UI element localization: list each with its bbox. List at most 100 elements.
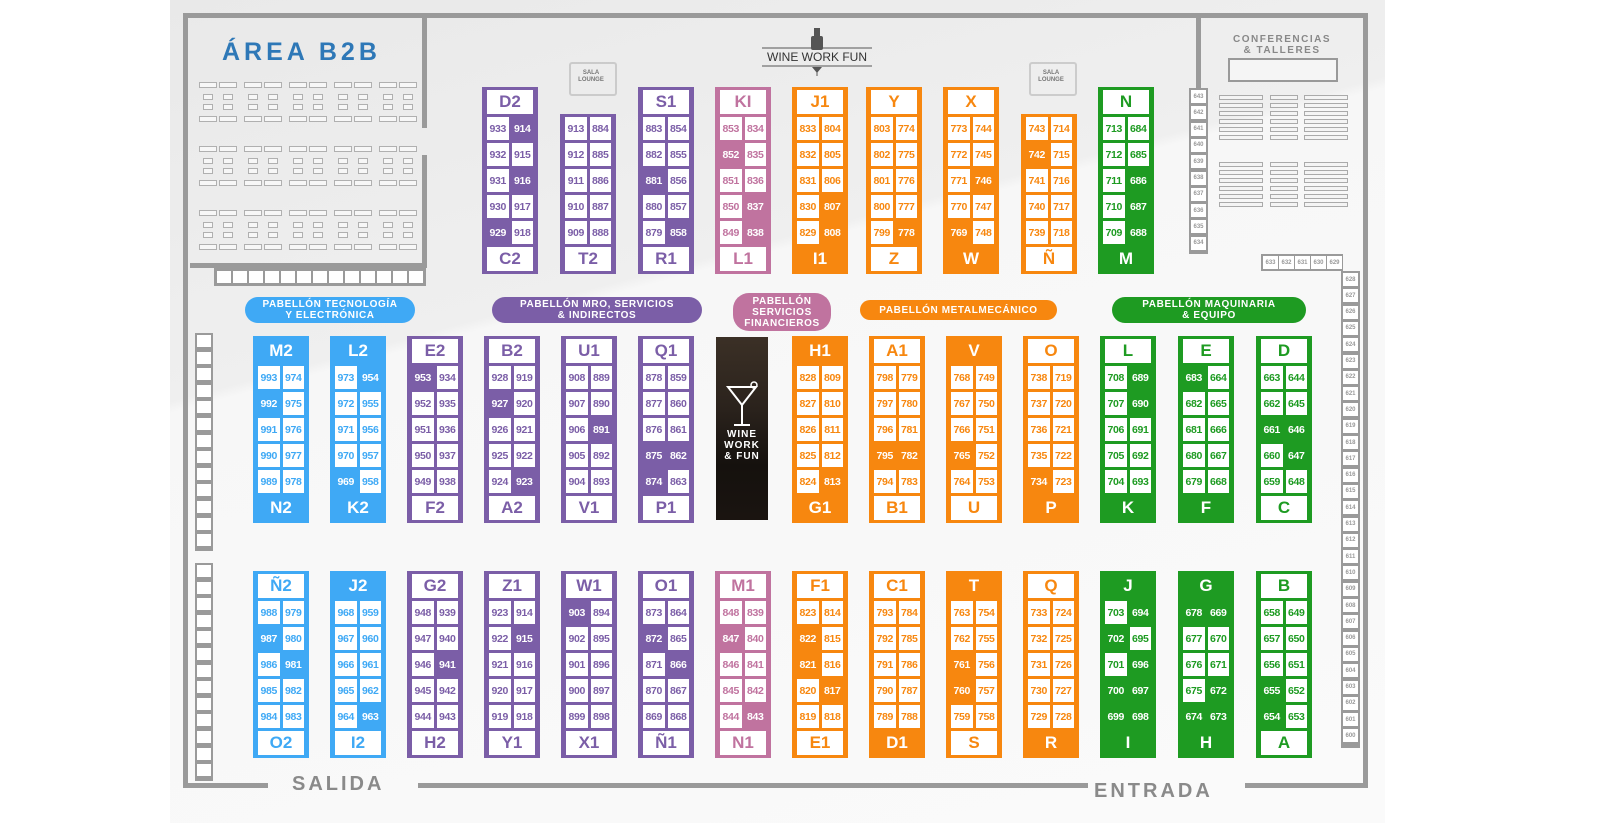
block-header[interactable]: L [1105, 339, 1151, 363]
booth-974[interactable]: 974 [282, 366, 304, 389]
booth-664[interactable]: 664 [1207, 366, 1229, 389]
booth-711[interactable]: 711 [1103, 169, 1125, 192]
booth-981[interactable]: 981 [284, 658, 302, 671]
booth-700[interactable]: 700 [1107, 684, 1125, 697]
block-footer[interactable]: N2 [270, 498, 292, 517]
small-booth[interactable] [196, 350, 212, 365]
booth-741[interactable]: 741 [1026, 169, 1048, 192]
wall-booth-626[interactable]: 626 [1343, 305, 1358, 319]
booth-811[interactable]: 811 [821, 418, 843, 441]
booth-952[interactable]: 952 [412, 392, 434, 415]
booth-845[interactable]: 845 [720, 679, 742, 702]
booth-729[interactable]: 729 [1028, 705, 1050, 728]
booth-792[interactable]: 792 [874, 627, 896, 650]
booth-956[interactable]: 956 [359, 418, 381, 441]
booth-684[interactable]: 684 [1127, 117, 1149, 140]
booth-686[interactable]: 686 [1129, 174, 1147, 187]
booth-797[interactable]: 797 [874, 392, 896, 415]
booth-882[interactable]: 882 [643, 143, 665, 166]
booth-946[interactable]: 946 [412, 653, 434, 676]
booth-888[interactable]: 888 [589, 221, 611, 244]
small-booth[interactable] [196, 564, 212, 578]
booth-905[interactable]: 905 [566, 444, 588, 467]
booth-691[interactable]: 691 [1129, 418, 1151, 441]
wall-booth-601[interactable]: 601 [1343, 713, 1358, 727]
booth-957[interactable]: 957 [359, 444, 381, 467]
block-header[interactable]: A1 [874, 339, 920, 363]
booth-852[interactable]: 852 [722, 148, 740, 161]
block-footer[interactable]: K [1121, 498, 1135, 517]
booth-914[interactable]: 914 [513, 122, 531, 135]
booth-897[interactable]: 897 [590, 679, 612, 702]
booth-767[interactable]: 767 [951, 392, 973, 415]
booth-790[interactable]: 790 [874, 679, 896, 702]
booth-846[interactable]: 846 [720, 653, 742, 676]
booth-715[interactable]: 715 [1050, 143, 1072, 166]
booth-830[interactable]: 830 [797, 195, 819, 218]
booth-753[interactable]: 753 [975, 470, 997, 493]
booth-855[interactable]: 855 [667, 143, 689, 166]
block-header[interactable]: M1 [720, 574, 766, 598]
booth-819[interactable]: 819 [797, 705, 819, 728]
booth-919[interactable]: 919 [513, 366, 535, 389]
small-booth[interactable] [248, 270, 264, 284]
small-booth[interactable] [196, 450, 212, 465]
booth-832[interactable]: 832 [797, 143, 819, 166]
booth-922[interactable]: 922 [513, 444, 535, 467]
booth-950[interactable]: 950 [412, 444, 434, 467]
booth-816[interactable]: 816 [821, 653, 843, 676]
booth-866[interactable]: 866 [669, 658, 687, 671]
block-footer[interactable]: V1 [566, 496, 612, 520]
block-header[interactable]: E [1183, 339, 1229, 363]
booth-856[interactable]: 856 [667, 169, 689, 192]
booth-858[interactable]: 858 [669, 226, 687, 239]
block-header[interactable]: O [1028, 339, 1074, 363]
booth-848[interactable]: 848 [720, 601, 742, 624]
booth-925[interactable]: 925 [489, 444, 511, 467]
wall-booth-625[interactable]: 625 [1343, 321, 1358, 335]
block-footer[interactable]: I [1125, 733, 1131, 752]
booth-939[interactable]: 939 [436, 601, 458, 624]
booth-730[interactable]: 730 [1028, 679, 1050, 702]
booth-908[interactable]: 908 [566, 366, 588, 389]
booth-921[interactable]: 921 [513, 418, 535, 441]
booth-918[interactable]: 918 [511, 221, 533, 244]
booth-795[interactable]: 795 [876, 449, 894, 462]
booth-877[interactable]: 877 [643, 392, 665, 415]
booth-712[interactable]: 712 [1103, 143, 1125, 166]
booth-791[interactable]: 791 [874, 653, 896, 676]
wall-booth-641[interactable]: 641 [1191, 122, 1206, 136]
booth-923[interactable]: 923 [489, 601, 511, 624]
block-header[interactable]: B [1261, 574, 1307, 598]
small-booth[interactable] [280, 270, 296, 284]
block-footer[interactable]: Y1 [489, 731, 535, 755]
wall-booth-612[interactable]: 612 [1343, 533, 1358, 547]
booth-942[interactable]: 942 [436, 679, 458, 702]
booth-922[interactable]: 922 [489, 627, 511, 650]
booth-671[interactable]: 671 [1207, 653, 1229, 676]
booth-973[interactable]: 973 [335, 366, 357, 389]
booth-904[interactable]: 904 [566, 470, 588, 493]
booth-861[interactable]: 861 [667, 418, 689, 441]
block-footer[interactable]: E1 [797, 731, 843, 755]
small-booth[interactable] [196, 500, 212, 514]
booth-966[interactable]: 966 [335, 653, 357, 676]
booth-766[interactable]: 766 [951, 418, 973, 441]
booth-676[interactable]: 676 [1183, 653, 1205, 676]
block-header[interactable]: L2 [348, 341, 368, 360]
booth-873[interactable]: 873 [643, 601, 665, 624]
booth-658[interactable]: 658 [1261, 601, 1283, 624]
wall-booth-627[interactable]: 627 [1343, 289, 1358, 303]
block-header[interactable]: D [1261, 339, 1307, 363]
booth-779[interactable]: 779 [898, 366, 920, 389]
booth-732[interactable]: 732 [1028, 627, 1050, 650]
booth-841[interactable]: 841 [744, 653, 766, 676]
wall-booth-603[interactable]: 603 [1343, 680, 1358, 694]
block-footer[interactable]: M [1118, 249, 1134, 268]
booth-717[interactable]: 717 [1050, 195, 1072, 218]
booth-870[interactable]: 870 [643, 679, 665, 702]
wall-booth-623[interactable]: 623 [1343, 354, 1358, 368]
booth-674[interactable]: 674 [1185, 710, 1203, 723]
small-booth[interactable] [360, 270, 376, 284]
booth-721[interactable]: 721 [1052, 418, 1074, 441]
